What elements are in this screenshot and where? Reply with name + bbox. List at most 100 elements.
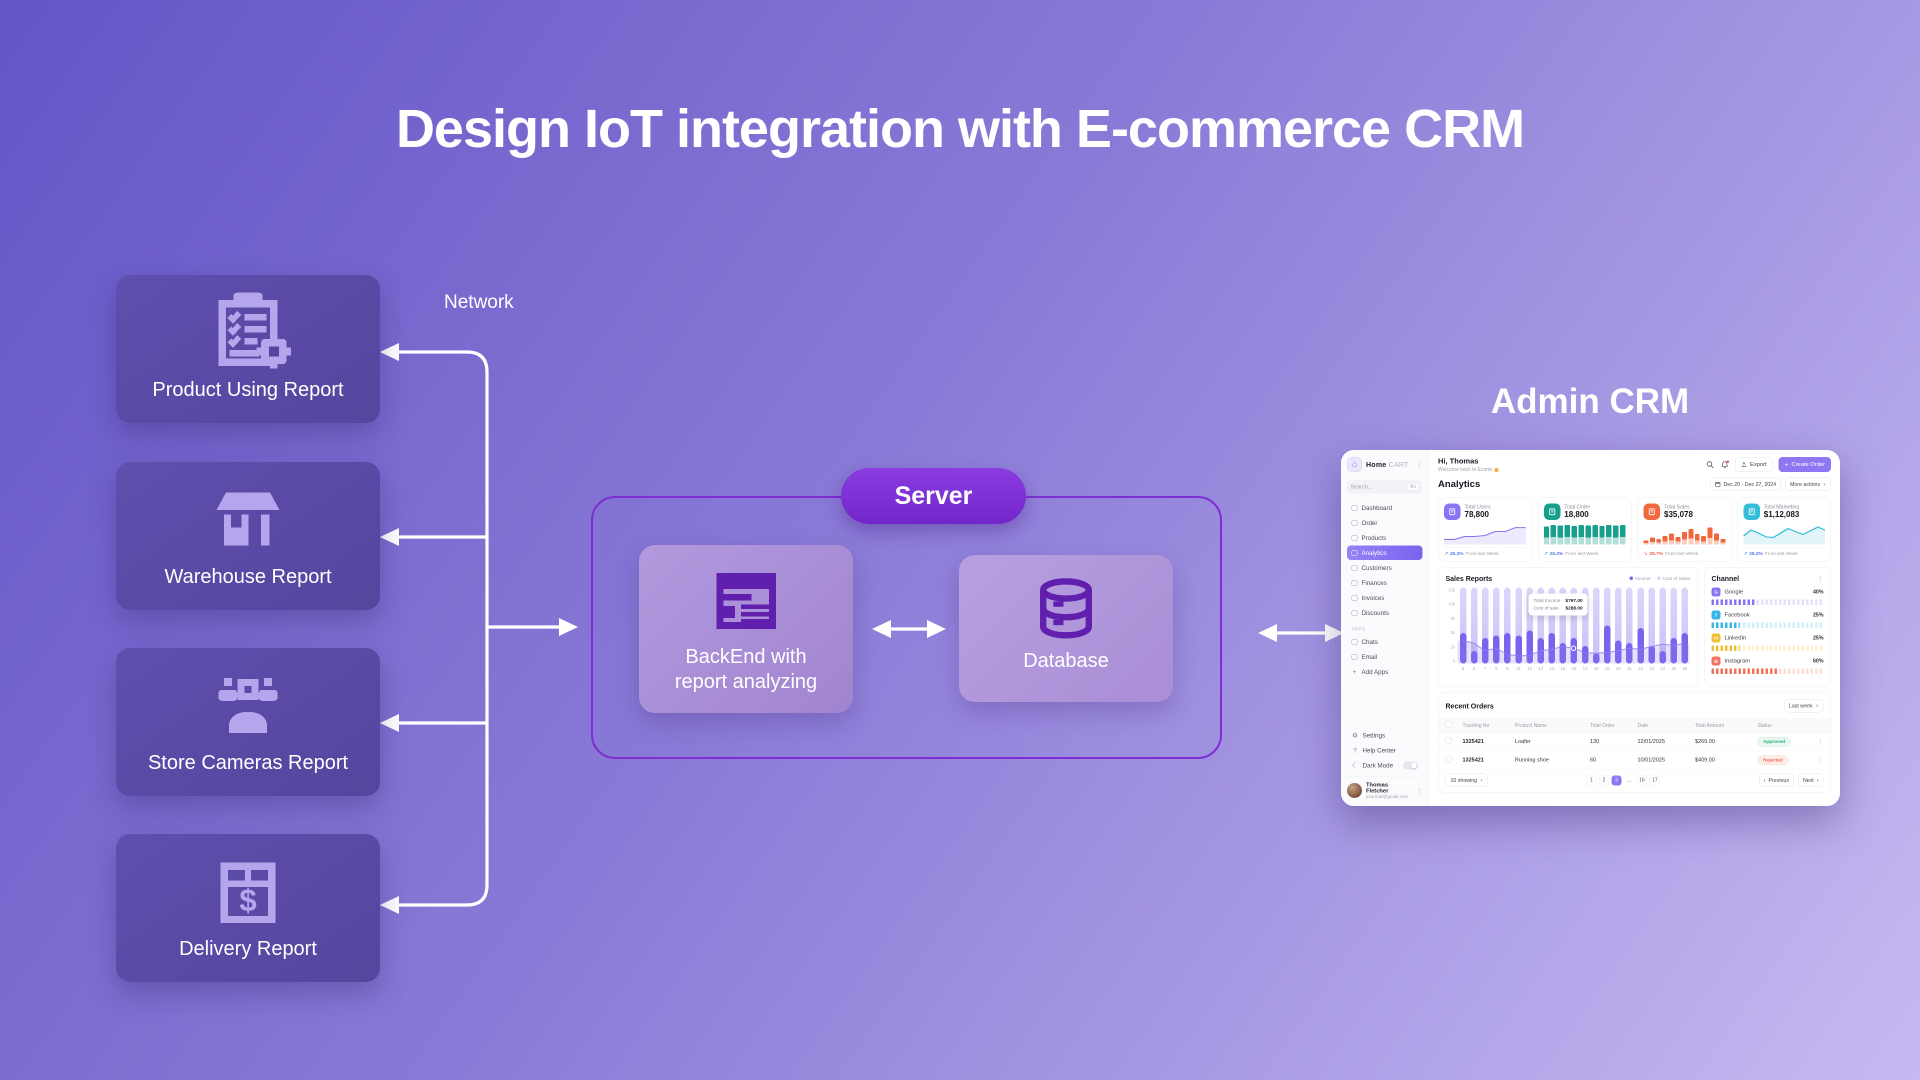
income-bar (1502, 587, 1513, 664)
linkedin-icon: in (1711, 633, 1721, 643)
bar-fill (1681, 633, 1689, 664)
page-button-1[interactable]: 1 (1586, 775, 1597, 786)
more-actions-button[interactable]: More actions ∨ (1785, 477, 1831, 491)
x-tick: 18 (1593, 666, 1599, 671)
sidebar-item-dashboard[interactable]: Dashboard (1347, 501, 1423, 516)
sidebar-item-analytics[interactable]: Analytics (1347, 545, 1423, 560)
search-icon[interactable] (1706, 460, 1715, 469)
page-button-2[interactable]: 2 (1599, 775, 1610, 786)
sidebar-item-settings[interactable]: ⚙Settings (1347, 728, 1423, 743)
sidebar-item-order[interactable]: Order (1347, 516, 1423, 531)
y-tick: 1k (1450, 644, 1455, 650)
select-all-checkbox[interactable] (1445, 721, 1452, 728)
page-button-17[interactable]: 17 (1649, 775, 1661, 786)
rows-per-page-button[interactable]: 10 showing ∨ (1445, 773, 1488, 787)
page-button-3[interactable]: 3 (1611, 775, 1622, 786)
sidebar-item-add-apps[interactable]: +Add Apps (1347, 665, 1423, 680)
notifications-bell-icon[interactable] (1721, 460, 1730, 469)
cell-amount: $269.00 (1695, 738, 1715, 745)
chevron-down-icon: ∨ (1480, 778, 1483, 783)
x-tick: 13 (1538, 666, 1544, 671)
chevron-down-icon: ∨ (1823, 482, 1826, 487)
income-bar (1491, 587, 1502, 664)
sales-reports-title: Sales Reports (1445, 574, 1493, 583)
sidebar-item-label: Email (1361, 653, 1378, 661)
sidebar-item-label: Dashboard (1361, 504, 1393, 512)
dark-mode-toggle[interactable] (1403, 761, 1418, 770)
legend-income: Income (1635, 575, 1651, 582)
instagram-icon: ◎ (1711, 656, 1721, 666)
sidebar-item-products[interactable]: Products (1347, 531, 1423, 546)
sidebar-item-label: Products (1361, 534, 1387, 542)
iot-box-store-cameras-report: Store Cameras Report (116, 648, 380, 796)
crm-main: Hi, Thomas Welcome back to Econic (1429, 450, 1840, 806)
export-button[interactable]: Export (1735, 457, 1773, 472)
menu-item-icon (1351, 504, 1358, 511)
x-tick: 14 (1549, 666, 1555, 671)
bar-track (1604, 587, 1611, 664)
cell-product: Loafer (1515, 738, 1531, 745)
next-page-button[interactable]: Next › (1797, 773, 1824, 787)
stat-delta: 25.2% (1749, 551, 1763, 557)
greeting: Hi, Thomas (1438, 457, 1479, 466)
sidebar-item-label: Discounts (1361, 609, 1389, 617)
search-shortcut: ⌘1 (1406, 483, 1419, 491)
sidebar-item-discounts[interactable]: Discounts (1347, 606, 1423, 621)
page-button-16[interactable]: 16 (1636, 775, 1648, 786)
status-badge: Rejected (1757, 755, 1789, 765)
sidebar-search-input[interactable]: Search... ⌘1 (1347, 480, 1423, 494)
row-kebab-icon[interactable]: ⋮ (1817, 738, 1824, 745)
channel-kebab-icon[interactable]: ⋮ (1817, 574, 1824, 583)
menu-item-icon (1351, 579, 1358, 586)
channel-percent: 60% (1812, 658, 1824, 664)
bar-fill (1537, 638, 1544, 664)
income-bar (1679, 587, 1690, 664)
row-checkbox[interactable] (1445, 737, 1452, 744)
sidebar-item-finances[interactable]: Finances (1347, 576, 1423, 591)
sidebar-item-chats[interactable]: Chats (1347, 635, 1423, 650)
orders-filter-button[interactable]: Last week ∨ (1783, 699, 1824, 713)
channel-name: Instagram (1724, 658, 1751, 664)
clipboard-checklist-gear-icon (218, 292, 291, 369)
showing-label: 10 showing (1450, 777, 1478, 784)
sidebar-item-invoices[interactable]: Invoices (1347, 591, 1423, 606)
chevron-right-icon: › (1816, 777, 1819, 784)
previous-page-button[interactable]: ‹ Previous (1758, 773, 1794, 787)
chevron-left-icon: ‹ (1763, 777, 1766, 784)
sidebar-item-email[interactable]: Email (1347, 650, 1423, 665)
sidebar-item-help-center[interactable]: ?Help Center (1347, 743, 1423, 758)
package-dollar-icon: $ (220, 862, 276, 924)
profile-kebab-icon[interactable]: ⋮ (1416, 786, 1423, 795)
create-order-button[interactable]: + Create Order (1778, 457, 1831, 472)
row-kebab-icon[interactable]: ⋮ (1817, 756, 1824, 764)
bar-fill (1504, 633, 1511, 664)
income-bar (1458, 587, 1469, 664)
iot-box-delivery-report: $ Delivery Report (116, 834, 380, 982)
row-checkbox[interactable] (1445, 756, 1452, 763)
sidebar-kebab-icon[interactable]: ⋮ (1416, 460, 1423, 469)
sidebar-item-customers[interactable]: Customers (1347, 561, 1423, 576)
bar-fill (1481, 638, 1489, 664)
sidebar-item-dark-mode[interactable]: ☾Dark Mode (1347, 758, 1423, 773)
date-range-button[interactable]: Dec 20 - Dec 27, 2024 (1709, 477, 1782, 491)
trend-arrow-icon: ↗ (1543, 551, 1548, 557)
x-tick: 23 (1649, 666, 1655, 671)
profile-row[interactable]: Thomas Fletcher yourmail@gmail.com ⋮ (1347, 776, 1423, 799)
cell-total-order: 130 (1590, 738, 1600, 745)
stat-delta: 25.2% (1449, 551, 1464, 557)
stat-label: Total Users (1464, 504, 1491, 510)
notification-dot (1726, 460, 1730, 463)
x-tick: 11 (1516, 666, 1521, 671)
stat-note: From last Week (1565, 551, 1599, 557)
